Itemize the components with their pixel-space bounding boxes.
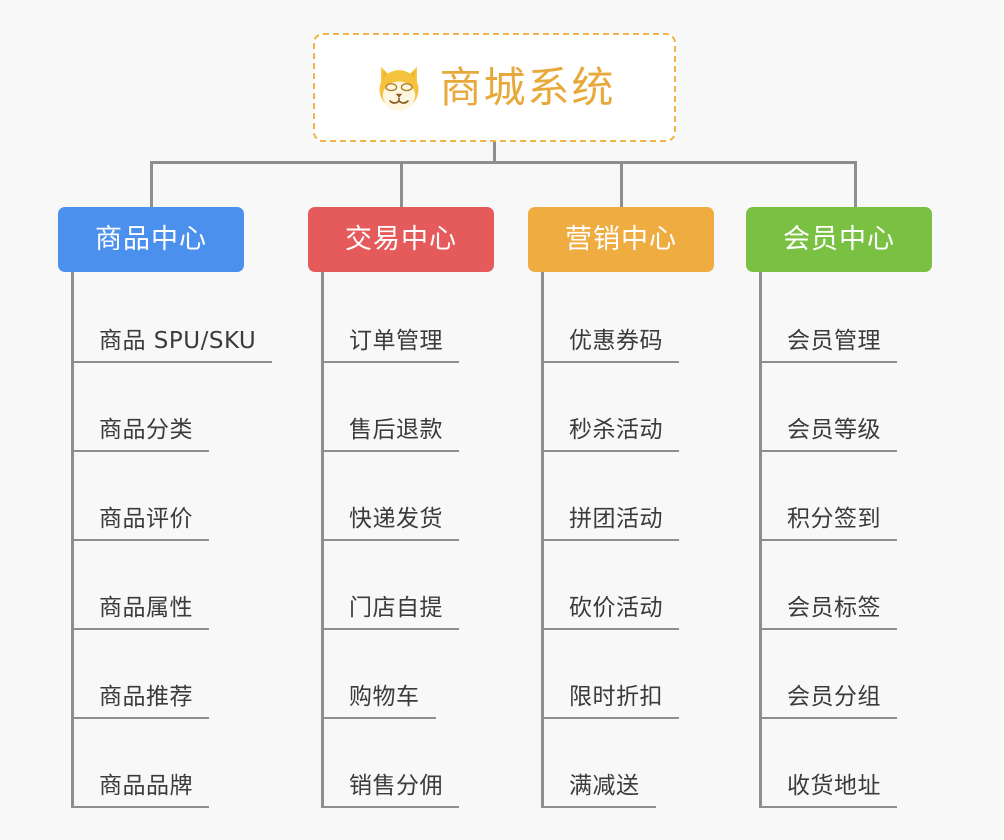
list-item[interactable]: 销售分佣 [308,719,494,808]
list-item[interactable]: 商品评价 [58,452,244,541]
category-header-product-center[interactable]: 商品中心 [58,207,244,272]
leaf-label: 商品推荐 [99,683,193,710]
leaf-label: 砍价活动 [569,594,663,621]
category-header-member-center[interactable]: 会员中心 [746,207,932,272]
leaf-label: 商品评价 [99,505,193,532]
list-item[interactable]: 会员管理 [746,274,932,363]
list-item[interactable]: 秒杀活动 [528,363,714,452]
list-item[interactable]: 商品 SPU/SKU [58,274,273,363]
list-item[interactable]: 售后退款 [308,363,494,452]
leaf-label: 会员分组 [787,683,881,710]
category-title: 交易中心 [345,224,457,255]
list-item[interactable]: 满减送 [528,719,714,808]
list-item[interactable]: 购物车 [308,630,494,719]
connector-drop-product-center [150,161,153,208]
category-header-trade-center[interactable]: 交易中心 [308,207,494,272]
connector-horizontal-bus [150,161,857,164]
leaf-label: 商品 SPU/SKU [99,327,257,354]
leaf-label: 积分签到 [787,505,881,532]
connector-drop-marketing-center [620,161,623,208]
leaf-label: 会员标签 [787,594,881,621]
list-item[interactable]: 收货地址 [746,719,932,808]
category-title: 商品中心 [95,224,207,255]
list-item[interactable]: 优惠券码 [528,274,714,363]
leaf-list-marketing-center: 优惠券码 秒杀活动 拼团活动 砍价活动 限时折扣 满减送 [528,272,714,808]
leaf-label: 门店自提 [349,594,443,621]
dog-face-icon [373,62,425,114]
branch-member-center: 会员中心 会员管理 会员等级 积分签到 会员标签 会员分组 收货地址 [746,207,932,808]
connector-root-stem [493,142,496,164]
leaf-list-product-center: 商品 SPU/SKU 商品分类 商品评价 商品属性 商品推荐 商品品牌 [58,272,273,808]
leaf-label: 优惠券码 [569,327,663,354]
leaf-label: 满减送 [569,772,640,799]
list-item[interactable]: 商品属性 [58,541,244,630]
list-item[interactable]: 商品推荐 [58,630,244,719]
connector-drop-trade-center [400,161,403,208]
leaf-label: 商品属性 [99,594,193,621]
list-item[interactable]: 限时折扣 [528,630,714,719]
leaf-label: 拼团活动 [569,505,663,532]
list-item[interactable]: 积分签到 [746,452,932,541]
leaf-label: 会员管理 [787,327,881,354]
leaf-label: 商品分类 [99,416,193,443]
root-node[interactable]: 商城系统 [313,33,676,142]
leaf-label: 销售分佣 [349,772,443,799]
leaf-label: 限时折扣 [569,683,663,710]
branch-marketing-center: 营销中心 优惠券码 秒杀活动 拼团活动 砍价活动 限时折扣 满减送 [528,207,714,808]
category-title: 营销中心 [565,224,677,255]
list-item[interactable]: 订单管理 [308,274,494,363]
list-item[interactable]: 会员等级 [746,363,932,452]
leaf-label: 订单管理 [349,327,443,354]
list-item[interactable]: 商品品牌 [58,719,244,808]
leaf-label: 会员等级 [787,416,881,443]
root-title: 商城系统 [439,62,616,112]
connector-drop-member-center [854,161,857,208]
leaf-list-trade-center: 订单管理 售后退款 快递发货 门店自提 购物车 销售分佣 [308,272,494,808]
list-item[interactable]: 砍价活动 [528,541,714,630]
list-item[interactable]: 会员标签 [746,541,932,630]
leaf-label: 售后退款 [349,416,443,443]
list-item[interactable]: 门店自提 [308,541,494,630]
list-item[interactable]: 商品分类 [58,363,244,452]
category-header-marketing-center[interactable]: 营销中心 [528,207,714,272]
list-item[interactable]: 拼团活动 [528,452,714,541]
leaf-label: 购物车 [349,683,420,710]
category-title: 会员中心 [783,224,895,255]
leaf-label: 商品品牌 [99,772,193,799]
leaf-label: 秒杀活动 [569,416,663,443]
branch-product-center: 商品中心 商品 SPU/SKU 商品分类 商品评价 商品属性 商品推荐 商品品牌 [58,207,273,808]
branch-trade-center: 交易中心 订单管理 售后退款 快递发货 门店自提 购物车 销售分佣 [308,207,494,808]
list-item[interactable]: 快递发货 [308,452,494,541]
leaf-list-member-center: 会员管理 会员等级 积分签到 会员标签 会员分组 收货地址 [746,272,932,808]
leaf-label: 收货地址 [787,772,881,799]
leaf-label: 快递发货 [349,505,443,532]
list-item[interactable]: 会员分组 [746,630,932,719]
